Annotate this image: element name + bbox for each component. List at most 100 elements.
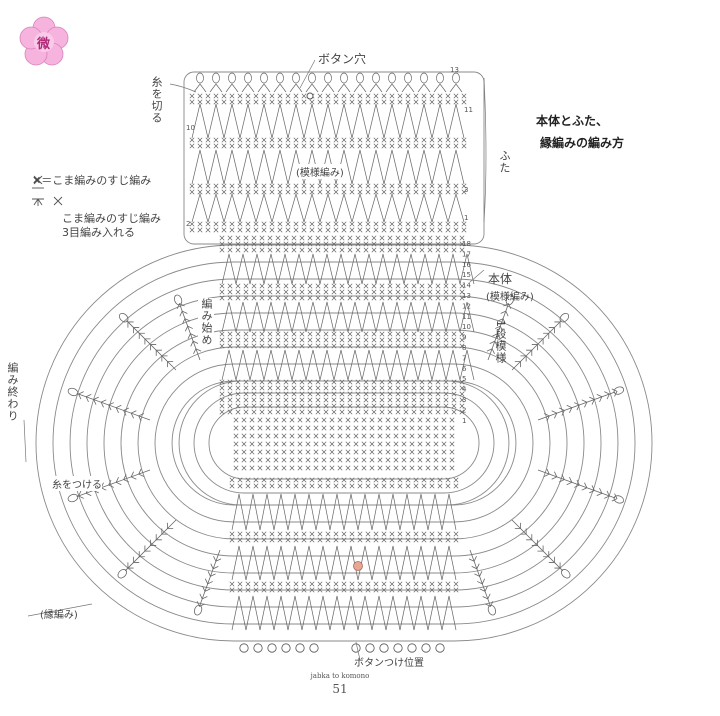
stitch-x bbox=[397, 143, 403, 149]
stitch-x bbox=[333, 183, 339, 189]
stitch-x bbox=[283, 247, 289, 253]
stitch-x bbox=[437, 581, 443, 587]
legend-symbols bbox=[32, 175, 63, 206]
stitch-v bbox=[273, 83, 287, 93]
stitch-x bbox=[293, 189, 299, 195]
stitch-x bbox=[427, 403, 433, 409]
stitch-x bbox=[361, 465, 367, 471]
stitch-v bbox=[415, 103, 433, 139]
stitch-x bbox=[397, 537, 403, 543]
stitch-v bbox=[271, 149, 289, 185]
stitch-x bbox=[445, 537, 451, 543]
stitch-x bbox=[301, 137, 307, 143]
edging-fan bbox=[194, 549, 222, 616]
stitch-x bbox=[189, 137, 195, 143]
stitch-x bbox=[355, 247, 361, 253]
edging-fan bbox=[118, 312, 177, 371]
stitch-x bbox=[379, 337, 385, 343]
stitch-x bbox=[425, 457, 431, 463]
stitch-x bbox=[379, 397, 385, 403]
stitch-v bbox=[305, 253, 321, 285]
stitch-x bbox=[289, 465, 295, 471]
stitch-x bbox=[429, 143, 435, 149]
fan-tick bbox=[551, 410, 558, 419]
stitch-x bbox=[437, 531, 443, 537]
stitch-x bbox=[265, 425, 271, 431]
stitch-x bbox=[427, 295, 433, 301]
stitch-x bbox=[441, 417, 447, 423]
stitch-v bbox=[459, 253, 475, 285]
stitch-x bbox=[403, 235, 409, 241]
stitch-x bbox=[357, 581, 363, 587]
stitch-x bbox=[429, 477, 435, 483]
stitch-x bbox=[379, 289, 385, 295]
stitch-x bbox=[245, 587, 251, 593]
fan-tick bbox=[108, 479, 114, 488]
stitch-x bbox=[403, 409, 409, 415]
stitch-x bbox=[389, 581, 395, 587]
stitch-x bbox=[307, 331, 313, 337]
stitch-x bbox=[281, 449, 287, 455]
stitch-x bbox=[437, 221, 443, 227]
stitch-x bbox=[371, 337, 377, 343]
fan-tick bbox=[138, 413, 145, 422]
stitch-x bbox=[333, 189, 339, 195]
body-x-row bbox=[219, 403, 465, 409]
stitch-x bbox=[283, 385, 289, 391]
stitch-v bbox=[427, 545, 443, 581]
edging-ring bbox=[137, 346, 551, 540]
stitch-x bbox=[401, 457, 407, 463]
stitch-x bbox=[419, 391, 425, 397]
legend-line2a: こま編みのすじ編み bbox=[62, 212, 161, 225]
fan-tick bbox=[596, 487, 603, 497]
stitch-x bbox=[381, 93, 387, 99]
stitch-x bbox=[389, 93, 395, 99]
stitch-x bbox=[385, 433, 391, 439]
fan-tick bbox=[531, 344, 538, 351]
fan-tick bbox=[589, 485, 595, 494]
stitch-x bbox=[291, 295, 297, 301]
stitch-x bbox=[429, 581, 435, 587]
stitch-x bbox=[443, 397, 449, 403]
stitch-x bbox=[331, 385, 337, 391]
stitch-x bbox=[227, 403, 233, 409]
stitch-x bbox=[419, 295, 425, 301]
stitch-x bbox=[419, 235, 425, 241]
stitch-x bbox=[259, 337, 265, 343]
stitch-x bbox=[341, 537, 347, 543]
stitch-x bbox=[251, 391, 257, 397]
stitch-x bbox=[283, 337, 289, 343]
stitch-x bbox=[461, 221, 467, 227]
stitch-x bbox=[357, 537, 363, 543]
fan-tick bbox=[150, 539, 157, 546]
stitch-x bbox=[305, 433, 311, 439]
stitch-x bbox=[301, 477, 307, 483]
stitch-v bbox=[209, 83, 223, 93]
stitch-x bbox=[339, 343, 345, 349]
fan-tick bbox=[554, 562, 561, 569]
stitch-x bbox=[275, 235, 281, 241]
stitch-x bbox=[219, 409, 225, 415]
stitch-x bbox=[445, 93, 451, 99]
stitch-x bbox=[459, 331, 465, 337]
stitch-x bbox=[353, 433, 359, 439]
stitch-x bbox=[235, 403, 241, 409]
stitch-x bbox=[429, 93, 435, 99]
stitch-x bbox=[387, 241, 393, 247]
stitch-x bbox=[291, 397, 297, 403]
stitch-x bbox=[251, 385, 257, 391]
stitch-x bbox=[403, 391, 409, 397]
stitch-v bbox=[431, 301, 447, 333]
stitch-x bbox=[449, 465, 455, 471]
stitch-x bbox=[445, 477, 451, 483]
stitch-x bbox=[227, 397, 233, 403]
stitch-x bbox=[461, 143, 467, 149]
stitch-x bbox=[405, 581, 411, 587]
stitch-v bbox=[445, 253, 461, 285]
stitch-x bbox=[307, 289, 313, 295]
stitch-x bbox=[427, 289, 433, 295]
stitch-x bbox=[233, 441, 239, 447]
stitch-x bbox=[299, 247, 305, 253]
stitch-x bbox=[397, 531, 403, 537]
stitch-x bbox=[387, 283, 393, 289]
